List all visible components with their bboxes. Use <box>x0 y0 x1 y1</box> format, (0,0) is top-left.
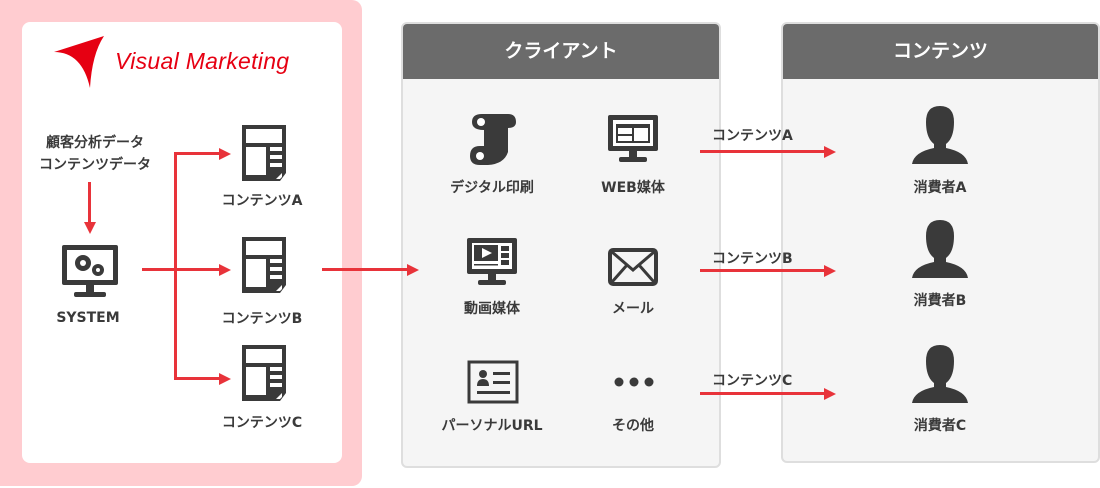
content-title: コンテンツ <box>783 24 1098 79</box>
logo-mark-icon <box>54 36 104 88</box>
system-panel <box>22 22 342 463</box>
consumer-icon <box>912 345 968 403</box>
branch-a-line <box>174 152 220 155</box>
mail-icon <box>608 248 658 286</box>
branch-line <box>174 152 177 380</box>
consumer-label: 消費者A <box>913 180 967 196</box>
consumer-label: 消費者C <box>913 418 967 434</box>
document-icon <box>242 345 286 401</box>
print-roll-icon <box>470 114 516 165</box>
branch-c-line <box>174 377 220 380</box>
client-panel: クライアント <box>401 22 721 468</box>
arrow-b-line <box>700 269 825 272</box>
client-item-label: メール <box>612 301 654 317</box>
branch-b-head <box>219 263 231 276</box>
client-item-label: 動画媒体 <box>464 301 520 317</box>
consumer-icon <box>912 220 968 278</box>
arrow-label-b: コンテンツB <box>712 251 793 267</box>
arrow-label-a: コンテンツA <box>712 128 793 144</box>
more-icon <box>614 377 654 387</box>
arrow-down-head <box>83 222 96 234</box>
doc-label-a: コンテンツA <box>221 193 303 209</box>
arrow-a-line <box>700 150 825 153</box>
doc-label-b: コンテンツB <box>221 311 303 327</box>
arrow-a-head <box>824 145 836 158</box>
document-icon <box>242 237 286 293</box>
client-item-label: その他 <box>612 418 654 434</box>
client-item-label: デジタル印刷 <box>450 180 534 196</box>
logo-text: Visual Marketing <box>115 48 290 74</box>
arrow-b-head <box>824 264 836 277</box>
to-client-head <box>407 263 419 276</box>
client-item-label: パーソナルURL <box>441 418 543 434</box>
system-monitor-icon <box>62 245 118 297</box>
arrow-c-line <box>700 392 825 395</box>
arrow-down-line <box>88 182 91 222</box>
id-card-icon <box>467 360 519 404</box>
to-client-line <box>322 268 408 271</box>
client-item-label: WEB媒体 <box>601 180 665 196</box>
consumer-label: 消費者B <box>913 293 967 309</box>
branch-b-line <box>174 268 220 271</box>
video-monitor-icon <box>467 238 517 285</box>
system-out-line <box>142 268 175 271</box>
input-data-label-1: 顧客分析データ <box>46 135 144 151</box>
consumer-icon <box>912 106 968 164</box>
client-title: クライアント <box>403 24 719 79</box>
arrow-c-head <box>824 387 836 400</box>
input-data-label-2: コンテンツデータ <box>39 157 151 173</box>
doc-label-c: コンテンツC <box>221 415 303 431</box>
branch-c-head <box>219 372 231 385</box>
system-label: SYSTEM <box>56 310 120 326</box>
branch-a-head <box>219 147 231 160</box>
document-icon <box>242 125 286 181</box>
web-monitor-icon <box>608 115 658 162</box>
arrow-label-c: コンテンツC <box>712 373 793 389</box>
